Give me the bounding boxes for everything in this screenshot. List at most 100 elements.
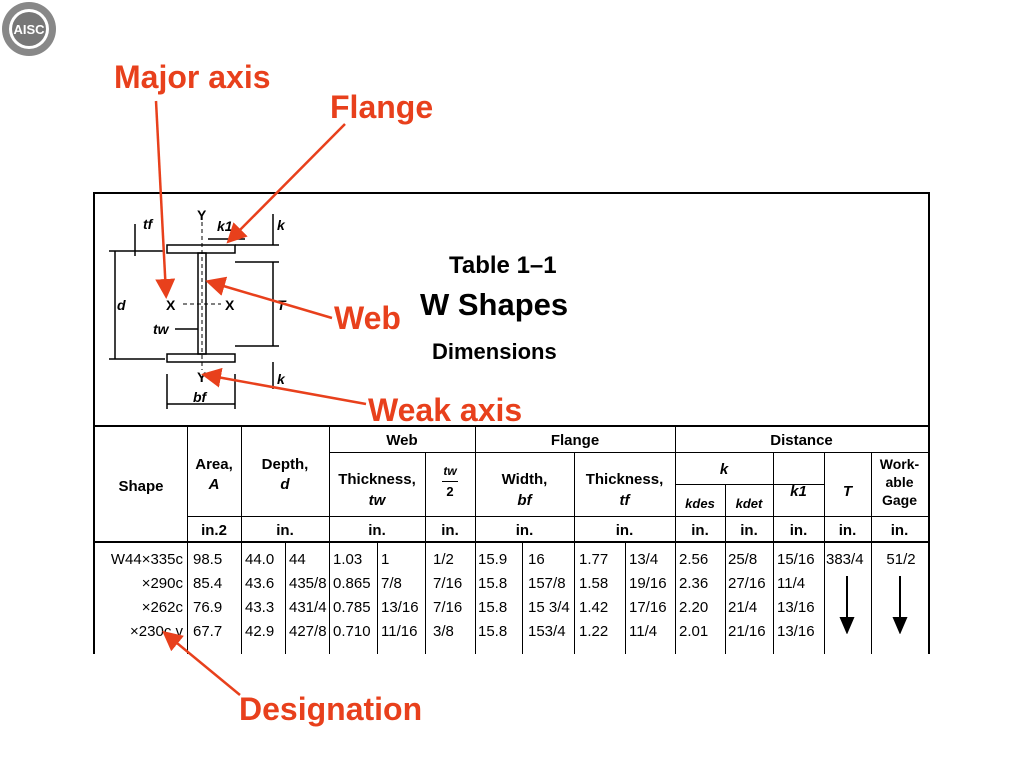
table-number: Table 1–1 (449, 252, 557, 279)
w-shapes-table-excerpt: tf k1 k Y d X X T tw k Y bf Table 1–1 W … (93, 192, 930, 654)
cell-kdet: 25/8 (728, 551, 758, 568)
cell-kdet: 21/16 (728, 623, 766, 640)
cell-d2: 427/8 (289, 623, 327, 640)
cell-bf2: 16 (528, 551, 545, 568)
web-arrow (205, 276, 333, 320)
cell-tw_2: 1/2 (433, 551, 454, 568)
cell-bf1: 15.8 (478, 599, 508, 616)
header-workable-1: Work- (879, 456, 920, 472)
rule (377, 541, 378, 654)
k-bot-label: k (277, 371, 286, 387)
cell-tf2: 19/16 (629, 575, 667, 592)
continuation-arrows (839, 576, 908, 634)
header-workable-3: Gage (881, 492, 917, 508)
rule (329, 452, 928, 453)
cell-d2: 44 (289, 551, 306, 568)
aisc-seal-icon: AISC (2, 2, 56, 56)
cell-tf1: 1.22 (579, 623, 609, 640)
rule (773, 452, 774, 654)
unit-area: in.2 (201, 522, 227, 539)
unit-tw2: in. (441, 522, 459, 539)
logo-text: AISC (13, 22, 45, 37)
k-top-label: k (277, 217, 286, 233)
cell-shape: ×290c (141, 575, 183, 592)
cell-kdet: 21/4 (728, 599, 758, 616)
header-k1: k1 (790, 483, 807, 500)
x-left-label: X (166, 297, 176, 313)
cell-tf1: 1.42 (579, 599, 609, 616)
d-label: d (117, 297, 126, 313)
cell-kdet: 27/16 (728, 575, 766, 592)
rule (95, 425, 928, 427)
cell-tw2: 1 (381, 551, 390, 568)
rule (675, 425, 676, 654)
rule (574, 452, 575, 654)
header-tf-symbol: tf (619, 492, 630, 509)
header-tw2-numerator: tw (443, 464, 457, 478)
header-bf-symbol: bf (517, 492, 532, 509)
cell-bf1: 15.8 (478, 623, 508, 640)
header-shape: Shape (118, 478, 164, 495)
header-tw-symbol: tw (368, 492, 386, 509)
unit-gage: in. (890, 522, 909, 539)
fraction-bar (442, 481, 458, 482)
header-area: Area, (195, 456, 233, 473)
header-distance: Distance (770, 432, 833, 449)
cell-kdes: 2.01 (679, 623, 709, 640)
header-flange-width: Width, (501, 471, 548, 488)
cell-bf2: 15 3/4 (528, 599, 570, 616)
callout-major-axis: Major axis (114, 59, 271, 95)
header-flange: Flange (550, 432, 600, 449)
cell-tf2: 17/16 (629, 599, 667, 616)
header-T: T (842, 483, 853, 500)
rule (285, 541, 286, 654)
cell-d1: 43.6 (245, 575, 275, 592)
header-area-symbol: A (208, 476, 220, 493)
header-depth-symbol: d (280, 476, 290, 493)
cell-tw1: 0.710 (333, 623, 371, 640)
rule (241, 425, 242, 654)
cell-A: 98.5 (193, 551, 223, 568)
cell-tw2: 7/8 (381, 575, 402, 592)
unit-tw: in. (368, 522, 386, 539)
header-workable-2: able (885, 474, 914, 490)
t-label: T (277, 297, 287, 313)
header-tw2-denominator: 2 (446, 484, 454, 499)
rule (475, 425, 476, 654)
header-web-thickness: Thickness, (338, 471, 416, 488)
cell-tw_2: 7/16 (433, 599, 463, 616)
cell-k1: 11/4 (777, 575, 806, 592)
callout-web: Web (334, 300, 401, 336)
cell-tw1: 1.03 (333, 551, 363, 568)
major-axis-arrow (154, 100, 176, 299)
rule (425, 452, 426, 654)
rule (824, 452, 825, 654)
unit-kdes: in. (691, 522, 709, 539)
cell-k1: 13/16 (777, 623, 815, 640)
designation-arrow (162, 630, 241, 696)
unit-depth: in. (276, 522, 294, 539)
table-subtitle: Dimensions (432, 339, 557, 364)
cell-kdes: 2.20 (679, 599, 709, 616)
cell-A: 67.7 (193, 623, 223, 640)
cell-tw_2: 7/16 (433, 575, 463, 592)
cell-d2: 431/4 (289, 599, 327, 616)
unit-kdet: in. (740, 522, 758, 539)
table-title: W Shapes (420, 287, 569, 322)
cell-kdes: 2.36 (679, 575, 709, 592)
cell-k1: 13/16 (777, 599, 815, 616)
callout-flange: Flange (330, 89, 434, 125)
unit-tf: in. (615, 522, 634, 539)
cell-bf1: 15.8 (478, 575, 508, 592)
cell-d1: 43.3 (245, 599, 275, 616)
rule (675, 484, 825, 485)
unit-bf: in. (515, 522, 534, 539)
cell-bf1: 15.9 (478, 551, 508, 568)
cell-shape: W44×335c (110, 551, 183, 568)
cell-k1: 15/16 (777, 551, 815, 568)
callout-designation: Designation (239, 691, 423, 727)
cell-d1: 44.0 (245, 551, 275, 568)
weak-axis-arrow (201, 367, 367, 406)
rule (871, 452, 872, 654)
rule (95, 541, 928, 543)
